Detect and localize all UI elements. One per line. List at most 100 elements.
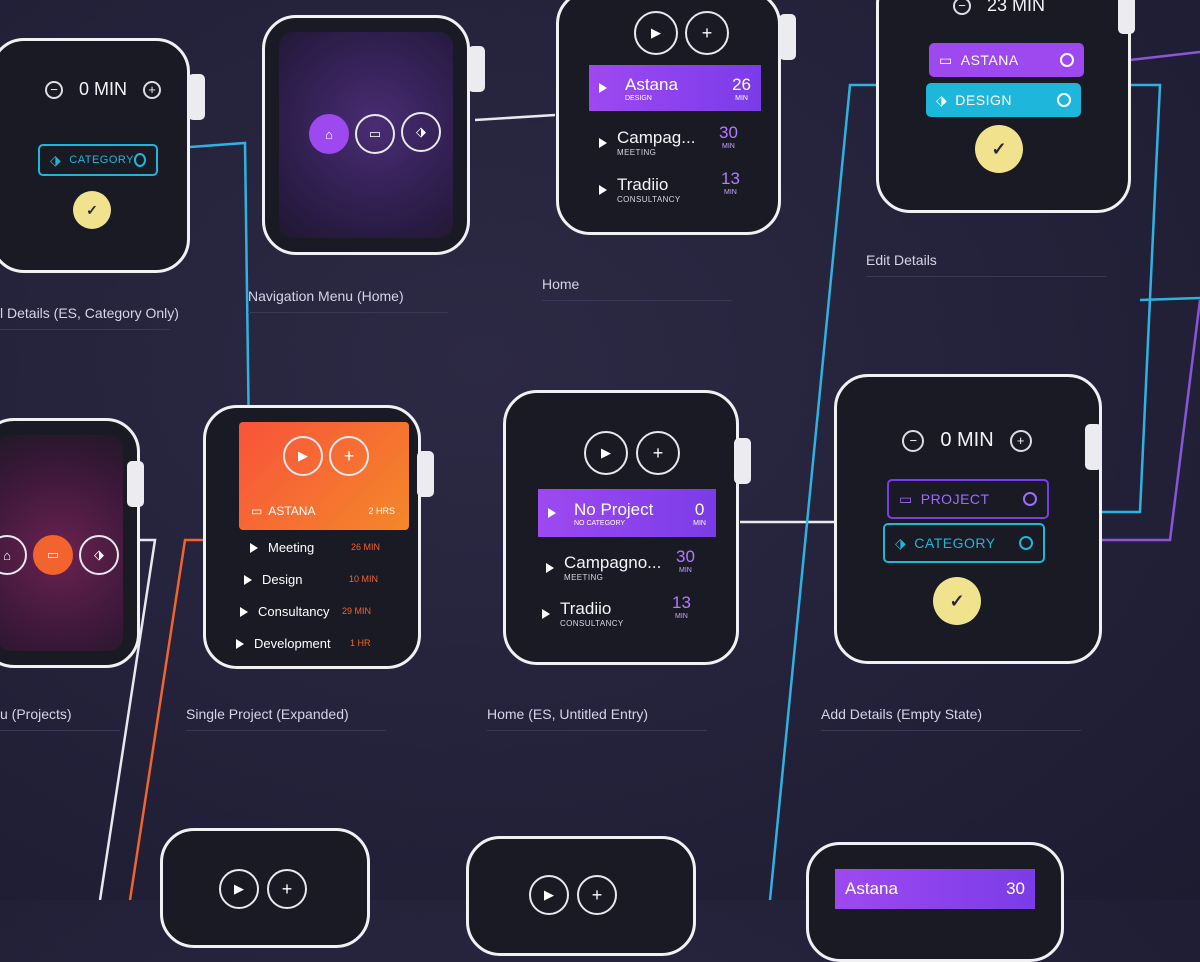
label-menu-projects: u (Projects) xyxy=(0,706,120,731)
project-chip-label: ASTANA xyxy=(960,52,1019,68)
watch-bottom-center[interactable]: ▶ + xyxy=(466,836,696,956)
row-time: 29 MIN xyxy=(342,606,372,616)
category-chip-label: DESIGN xyxy=(955,92,1012,108)
timer-value: 23 MIN xyxy=(986,0,1046,15)
minus-icon[interactable]: − xyxy=(902,429,925,452)
tag-icon: ⬗ xyxy=(895,534,907,551)
timer-value: 0 MIN xyxy=(940,429,994,451)
play-button[interactable]: ▶ xyxy=(584,431,628,475)
timer-row: − 0 MIN + xyxy=(877,429,1057,452)
add-button[interactable]: + xyxy=(685,11,729,55)
watch-add-details[interactable]: − 0 MIN + ▭ PROJECT ⬗ CATEGORY ✓ xyxy=(834,374,1102,664)
project-header[interactable]: ▶ + ▭ ASTANA 2 HRS xyxy=(239,422,409,530)
minus-icon[interactable]: − xyxy=(952,0,971,15)
entry-num: 13 xyxy=(672,593,691,612)
entry-name: Tradiio xyxy=(560,599,612,618)
play-button[interactable]: ▶ xyxy=(634,11,678,55)
watch-crown xyxy=(734,438,751,484)
play-icon xyxy=(244,574,252,585)
play-icon xyxy=(250,542,258,553)
add-button[interactable]: + xyxy=(577,875,617,915)
entry-name: Astana xyxy=(845,879,898,898)
add-button[interactable]: + xyxy=(636,431,680,475)
play-icon xyxy=(599,83,607,93)
watch-bottom-right[interactable]: Astana 30 xyxy=(806,842,1064,962)
confirm-button[interactable]: ✓ xyxy=(933,577,981,625)
entry-name: Campagno... xyxy=(564,553,662,572)
entry-num: 30 xyxy=(1006,879,1025,898)
entry-name: Tradiio xyxy=(617,175,669,194)
entry-unit: MIN xyxy=(693,519,706,527)
add-circle-icon xyxy=(134,153,146,167)
entry-num: 0 xyxy=(694,499,705,519)
project-chip[interactable]: ▭ PROJECT xyxy=(887,479,1049,519)
row-time: 1 HR xyxy=(350,638,371,648)
row-name: Consultancy xyxy=(258,604,330,619)
add-button[interactable]: + xyxy=(267,869,307,909)
play-icon xyxy=(599,184,607,195)
add-button[interactable]: + xyxy=(329,436,369,476)
category-chip[interactable]: ⬗ CATEGORY xyxy=(883,523,1045,563)
category-chip[interactable]: ⬗ CATEGORY xyxy=(38,144,158,176)
watch-single-project[interactable]: ▶ + ▭ ASTANA 2 HRS Meeting 26 MIN Design… xyxy=(203,405,421,669)
list-item[interactable]: Tradiio CONSULTANCY xyxy=(599,175,681,204)
confirm-button[interactable]: ✓ xyxy=(73,191,111,229)
watch-home-untitled[interactable]: ▶ + No Project NO CATEGORY 0 MIN Campagn… xyxy=(503,390,739,665)
tag-icon[interactable]: ⬗ xyxy=(401,112,441,152)
folder-icon[interactable]: ▭ xyxy=(33,535,73,575)
plus-icon[interactable]: + xyxy=(143,80,161,99)
entry-num: 30 xyxy=(676,547,695,566)
entry-unit: MIN xyxy=(679,567,692,574)
play-button[interactable]: ▶ xyxy=(219,869,259,909)
play-icon xyxy=(548,508,556,518)
home-icon[interactable]: ⌂ xyxy=(0,535,27,575)
plus-icon[interactable]: + xyxy=(1009,429,1032,452)
watch-crown xyxy=(468,46,485,92)
active-entry[interactable]: Astana 30 xyxy=(835,869,1035,909)
tag-icon[interactable]: ⬗ xyxy=(79,535,119,575)
home-icon[interactable]: ⌂ xyxy=(309,114,349,154)
nav-screen: ⌂ ▭ ⬗ xyxy=(279,32,453,238)
entry-name: Astana xyxy=(625,74,678,94)
list-item[interactable]: Design xyxy=(244,572,302,587)
list-item[interactable]: Campag... MEETING xyxy=(599,128,695,157)
watch-home[interactable]: ▶ + Astana DESIGN 26 MIN Campag... MEETI… xyxy=(556,0,781,235)
row-time: 10 MIN xyxy=(349,574,379,584)
list-item[interactable]: Campagno... MEETING xyxy=(546,553,661,582)
entry-time: 13 MIN xyxy=(721,169,740,196)
list-item[interactable]: Consultancy xyxy=(240,604,330,619)
folder-icon[interactable]: ▭ xyxy=(355,114,395,154)
list-item[interactable]: Tradiio CONSULTANCY xyxy=(542,599,624,628)
active-entry[interactable]: Astana DESIGN 26 MIN xyxy=(589,65,761,111)
play-button[interactable]: ▶ xyxy=(529,875,569,915)
entry-sub: CONSULTANCY xyxy=(617,195,681,204)
folder-icon: ▭ xyxy=(939,51,953,68)
entry-sub: DESIGN xyxy=(625,94,652,102)
project-chip[interactable]: ▭ ASTANA xyxy=(929,43,1084,77)
confirm-button[interactable]: ✓ xyxy=(975,125,1023,173)
list-item[interactable]: Development xyxy=(236,636,331,651)
label-edit-details: Edit Details xyxy=(866,252,1106,277)
entry-sub: MEETING xyxy=(617,148,657,157)
watch-bottom-left[interactable]: ▶ + xyxy=(160,828,370,948)
entry-sub: NO CATEGORY xyxy=(574,519,626,527)
watch-crown xyxy=(1085,424,1102,470)
minus-icon[interactable]: − xyxy=(44,80,63,99)
watch-navigation-menu[interactable]: ⌂ ▭ ⬗ xyxy=(262,15,470,255)
play-icon xyxy=(236,638,244,649)
watch-menu-projects[interactable]: ⌂ ▭ ⬗ xyxy=(0,418,140,668)
row-name: Meeting xyxy=(268,540,315,555)
label-details-category-only: l Details (ES, Category Only) xyxy=(0,305,179,330)
watch-crown xyxy=(779,14,796,60)
entry-time: 30 MIN xyxy=(676,547,695,574)
watch-edit-details[interactable]: − 23 MIN ▭ ASTANA ⬗ DESIGN ✓ xyxy=(876,0,1131,213)
category-chip[interactable]: ⬗ DESIGN xyxy=(926,83,1081,117)
active-entry[interactable]: No Project NO CATEGORY 0 MIN xyxy=(538,489,716,537)
row-name: Design xyxy=(262,572,303,587)
row-name: Development xyxy=(254,636,331,651)
menu-screen: ⌂ ▭ ⬗ xyxy=(0,435,123,651)
watch-details-category-only[interactable]: − 0 MIN + ⬗ CATEGORY ✓ xyxy=(0,38,190,273)
entry-unit: MIN xyxy=(735,94,748,102)
list-item[interactable]: Meeting xyxy=(250,540,314,555)
play-button[interactable]: ▶ xyxy=(283,436,323,476)
